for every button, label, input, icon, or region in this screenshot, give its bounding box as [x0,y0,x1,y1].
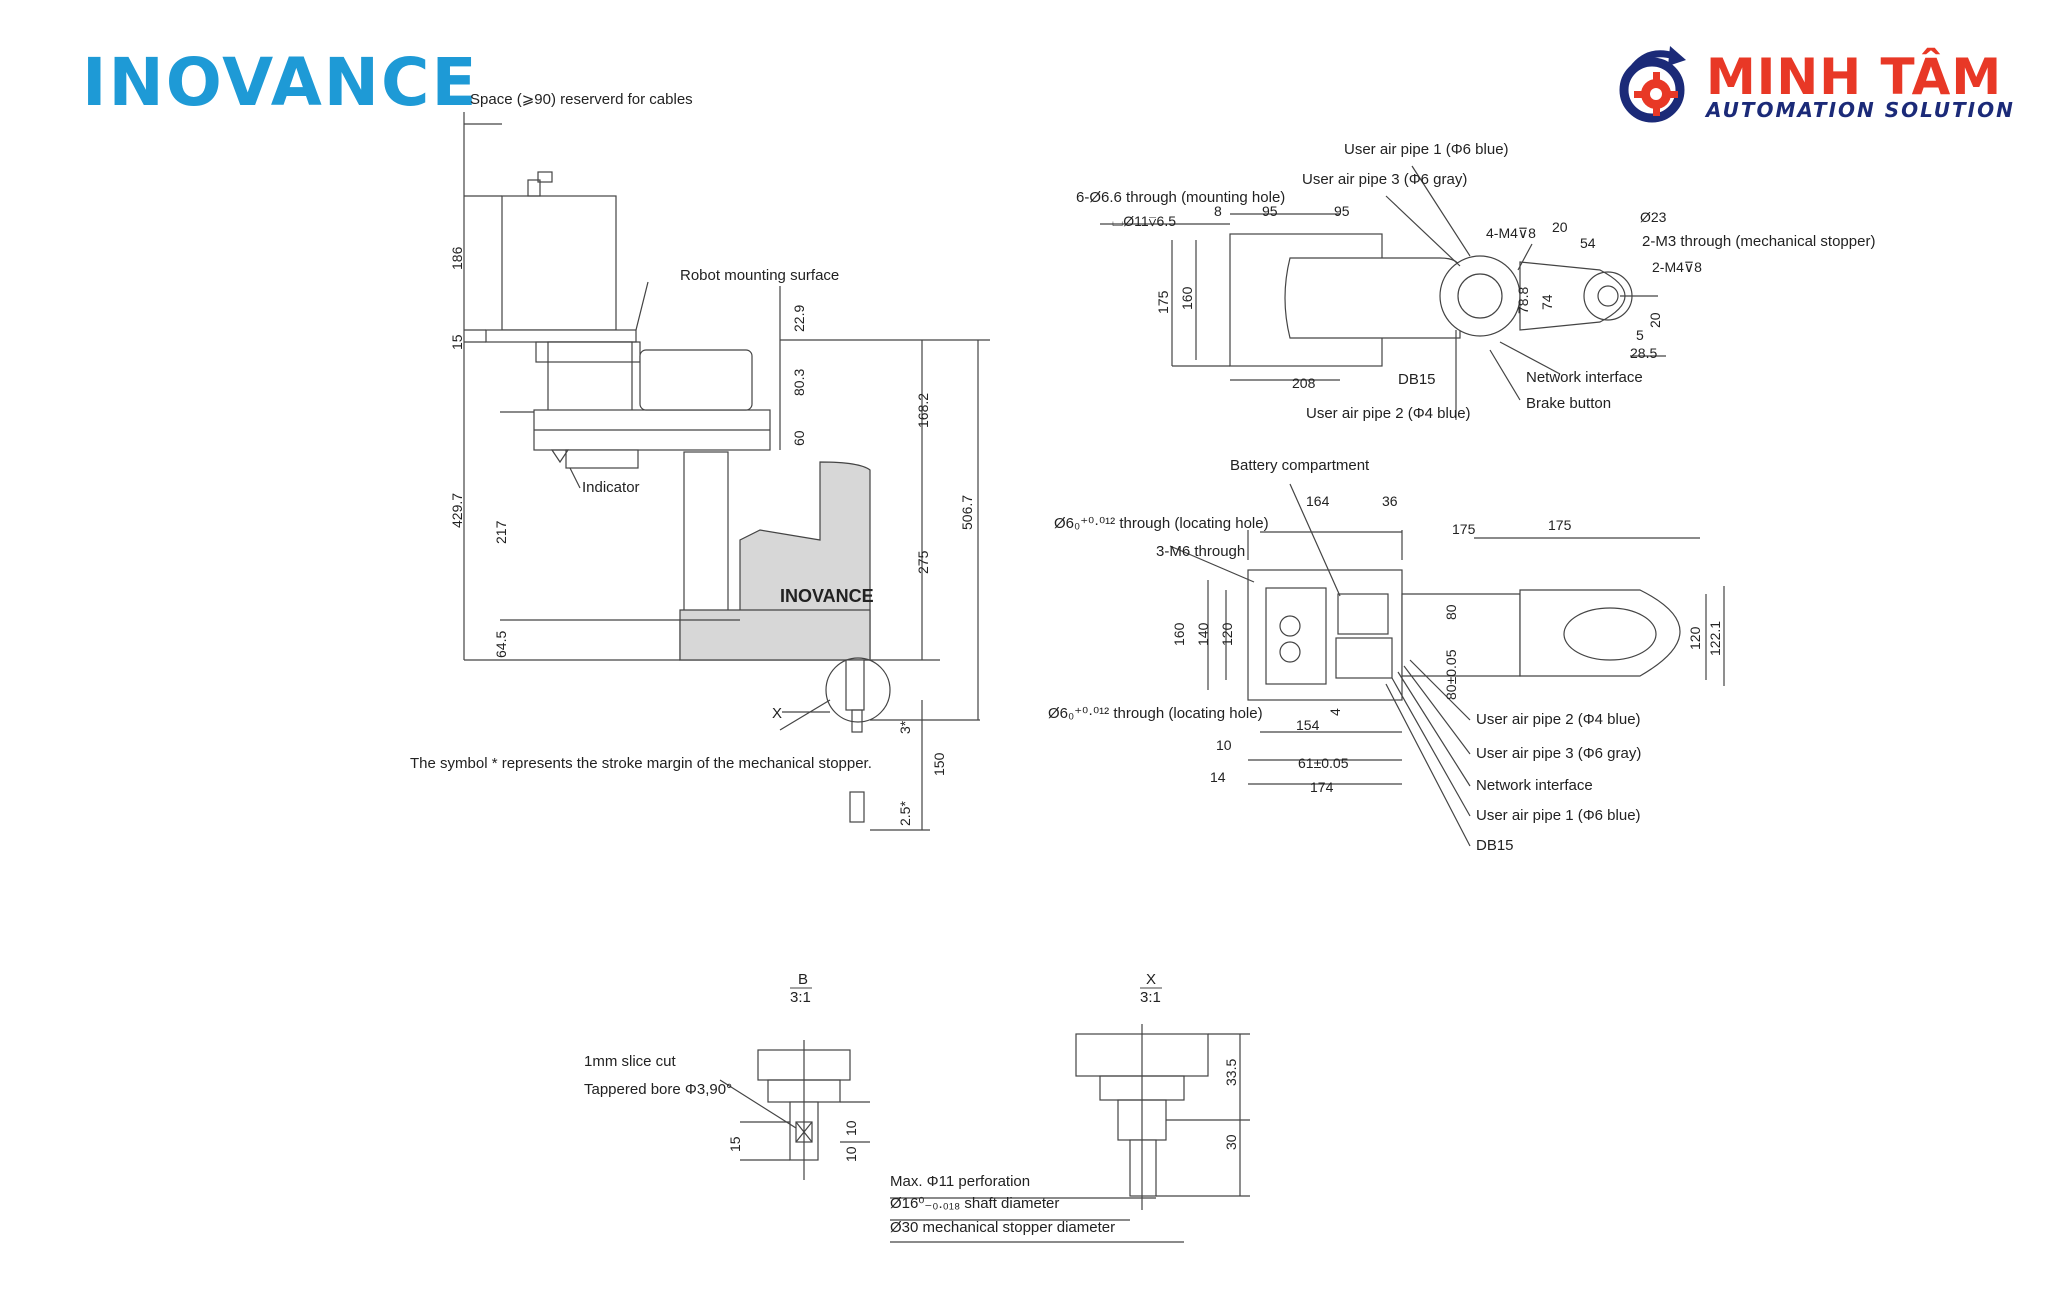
minhtam-title: MINH TÂM [1706,48,2003,106]
mounting-hole-label: 6-Ø6.6 through (mounting hole) [1076,189,1285,206]
brake-button-label: Brake button [1526,395,1611,412]
bot-dim-140: 140 [1195,622,1211,646]
minhtam-logo: MINH TÂM AUTOMATION SOLUTION [1612,40,2015,130]
top-network-label: Network interface [1526,369,1643,386]
detail-b-dim-10b: 10 [843,1146,859,1162]
side-view-drawing [463,112,990,831]
bot-dim-36: 36 [1382,493,1398,509]
dim-150: 150 [931,752,947,776]
dim-217: 217 [493,520,509,544]
top-dim-95b: 95 [1334,203,1350,219]
top-dim-160: 160 [1179,286,1195,310]
arm-logo: INOVANCE [780,586,874,606]
bot-network-label: Network interface [1476,777,1593,794]
bot-pipe1-label: User air pipe 1 (Φ6 blue) [1476,807,1641,824]
top-dim-54: 54 [1580,235,1596,251]
bot-dim-61: 61±0.05 [1298,755,1349,771]
bot-dim-164: 164 [1306,493,1330,509]
bot-dim-122-1: 122.1 [1707,621,1723,656]
bot-dim-174: 174 [1310,779,1334,795]
detail-b-dim-15: 15 [727,1136,743,1152]
battery-label: Battery compartment [1230,457,1370,474]
top-dim-208: 208 [1292,375,1316,391]
detail-x-scale: 3:1 [1140,989,1161,1006]
dim-64-5: 64.5 [493,631,509,658]
dim-22-9: 22.9 [791,305,807,332]
stopper-diameter-label: Ø30 mechanical stopper diameter [890,1219,1115,1236]
dim-15: 15 [449,334,465,350]
m6-label: 3-M6 through [1156,543,1245,560]
top-dim-28-5: 28.5 [1630,345,1657,361]
dim-60: 60 [791,430,807,446]
bot-dim-4: 4 [1327,708,1343,716]
slice-cut-label: 1mm slice cut [584,1053,677,1070]
detail-x-dim-33-5: 33.5 [1223,1059,1239,1086]
perforation-label: Max. Φ11 perforation [890,1173,1030,1190]
bot-pipe2-label: User air pipe 2 (Φ4 blue) [1476,711,1641,728]
detail-x-drawing [890,1024,1250,1243]
top-dim-20: 20 [1552,219,1568,235]
top-dim-23: Ø23 [1640,209,1667,225]
m3-stopper-label: 2-M3 through (mechanical stopper) [1642,233,1875,250]
top-pipe3-label: User air pipe 3 (Φ6 gray) [1302,171,1467,188]
top-pipe1-label: User air pipe 1 (Φ6 blue) [1344,141,1509,158]
inovance-logo: INOVANCE [82,44,479,121]
top-db15-label: DB15 [1398,371,1436,388]
minhtam-subtitle: AUTOMATION SOLUTION [1706,98,2015,122]
dim-168-2: 168.2 [915,393,931,428]
bot-pipe3-label: User air pipe 3 (Φ6 gray) [1476,745,1641,762]
dim-506-7: 506.7 [959,495,975,530]
bot-dim-120: 120 [1219,622,1235,646]
detail-x-dim-30: 30 [1223,1134,1239,1150]
bot-dim-80: 80 [1443,604,1459,620]
detail-x-title: X [1146,971,1156,988]
bot-dim-154: 154 [1296,717,1320,733]
top-dim-175: 175 [1155,290,1171,314]
bot-db15-label: DB15 [1476,837,1514,854]
stroke-margin-note: The symbol * represents the stroke margi… [410,755,872,772]
detail-b-drawing [719,1040,870,1180]
top-view-drawing [1100,165,1666,420]
locating-hole-bottom-label: Ø6₀⁺⁰·⁰¹² through (locating hole) [1048,705,1263,722]
m4-left-label: 4-M4⊽8 [1486,225,1536,241]
detail-x-marker: X [772,705,782,722]
top-dim-78-8: 78.8 [1515,287,1531,314]
top-dim-20b: 20 [1647,312,1663,328]
bot-dim-80-tol: 80±0.05 [1443,649,1459,700]
gear-arrow-icon [1619,46,1686,123]
detail-b-dim-10a: 10 [843,1120,859,1136]
top-dim-95a: 95 [1262,203,1278,219]
bot-dim-14: 14 [1210,769,1226,785]
dim-80-3: 80.3 [791,369,807,396]
detail-b-scale: 3:1 [790,989,811,1006]
bottom-view-drawing [1169,483,1725,847]
cable-space-note: Space (⩾90) reserverd for cables [470,91,693,108]
top-pipe2-label: User air pipe 2 (Φ4 blue) [1306,405,1471,422]
m4-right-label: 2-M4⊽8 [1652,259,1702,275]
bot-dim-175a: 175 [1452,521,1476,537]
dim-275: 275 [915,550,931,574]
locating-hole-top-label: Ø6₀⁺⁰·⁰¹² through (locating hole) [1054,515,1269,532]
dim-2-5-star: 2.5* [897,801,913,826]
top-dim-5: 5 [1636,327,1644,343]
counterbore-label: ⌴Ø11⊽6.5 [1112,213,1176,229]
dim-186: 186 [449,246,465,270]
bot-dim-10: 10 [1216,737,1232,753]
bot-dim-160: 160 [1171,622,1187,646]
bot-dim-175b: 175 [1548,517,1572,533]
bot-dim-120r: 120 [1687,626,1703,650]
dim-3-star: 3* [897,720,913,734]
top-dim-74: 74 [1539,294,1555,310]
detail-b-title: B [798,971,808,988]
mounting-surface-label: Robot mounting surface [680,267,839,284]
dim-429-7: 429.7 [449,493,465,528]
shaft-diameter-label: Ø16⁰₋₀.₀₁₈ shaft diameter [890,1195,1059,1212]
taper-bore-label: Tappered bore Φ3,90° [584,1081,732,1098]
indicator-label: Indicator [582,479,640,496]
top-dim-8: 8 [1214,203,1222,219]
